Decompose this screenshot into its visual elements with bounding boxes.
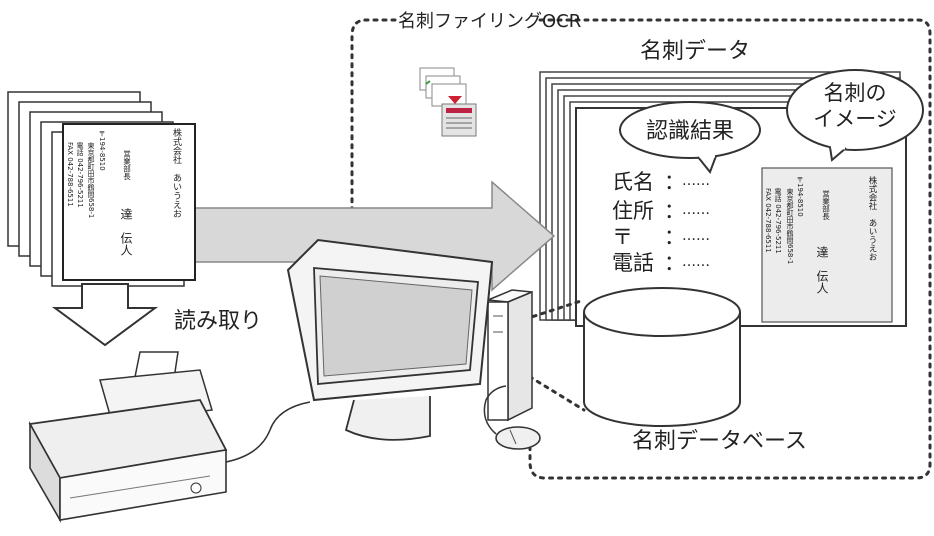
card-image-name: 達 伝人 (815, 246, 829, 294)
field-address-label: 住所 (612, 199, 654, 223)
card-name: 達 伝人 (119, 208, 133, 256)
database-cylinder (583, 287, 741, 427)
computer-monitor (286, 238, 494, 441)
region-title: 名刺ファイリングOCR (398, 11, 581, 32)
field-name-label: 氏名 (612, 170, 654, 194)
card-image-address: 東京都町田市鶴間658-1 (786, 187, 794, 264)
computer-mouse (483, 385, 541, 450)
field-postal-label: 〒 (612, 225, 633, 249)
card-image-company: 株式会社 あいうえお (867, 175, 877, 261)
field-name-value: …… (682, 173, 710, 189)
field-phone-colon: ： (664, 251, 685, 275)
card-address: 東京都町田市鶴間658-1 (87, 141, 95, 218)
card-title: 営業部長 (122, 149, 131, 182)
card-company: 株式会社 あいうえお (171, 127, 182, 218)
read-label: 読み取り (174, 309, 262, 334)
card-image-postal: 〒194-8510 (796, 176, 804, 217)
recognized-fields: 氏名 ： …… 住所 ： …… 〒 ： …… 電話 ： …… (612, 170, 710, 275)
card-data-title: 名刺データ (640, 39, 750, 64)
field-address-value: …… (682, 202, 710, 218)
business-card-stack (7, 91, 196, 287)
field-address-colon: ： (664, 199, 685, 223)
card-fax: FAX 042-788-6511 (66, 142, 74, 207)
field-phone-label: 電話 (612, 251, 654, 275)
card-image: 株式会社 あいうえお 営業部長 達 伝人 〒194-8510 東京都町田市鶴間6… (761, 167, 893, 323)
card-image-phone: 電話 042-796-5211 (774, 188, 782, 254)
field-postal-value: …… (682, 228, 710, 244)
field-name-colon: ： (664, 170, 685, 194)
bubble-image-text-line2: イメージ (813, 107, 897, 131)
card-image-title: 営業部長 (821, 189, 830, 222)
flow-arrow (192, 180, 556, 292)
image-bubble (786, 69, 924, 162)
field-phone-value: …… (682, 254, 710, 270)
card-postal: 〒194-8510 (98, 130, 106, 171)
scanner (28, 351, 311, 523)
app-icon (419, 67, 477, 137)
computer-tower (487, 289, 533, 422)
bubble-image-text-line1: 名刺の (824, 81, 887, 105)
result-bubble (619, 101, 761, 174)
card-phone: 電話 042-796-5211 (76, 142, 84, 208)
card-image-fax: FAX 042-788-6511 (764, 188, 772, 253)
business-card-front: 株式会社 あいうえお 営業部長 達 伝人 〒194-8510 東京都町田市鶴間6… (66, 127, 182, 256)
database-label: 名刺データベース (632, 429, 807, 454)
read-arrow (51, 283, 159, 347)
field-postal-colon: ： (664, 225, 685, 249)
bubble-result-text: 認識結果 (646, 119, 734, 144)
